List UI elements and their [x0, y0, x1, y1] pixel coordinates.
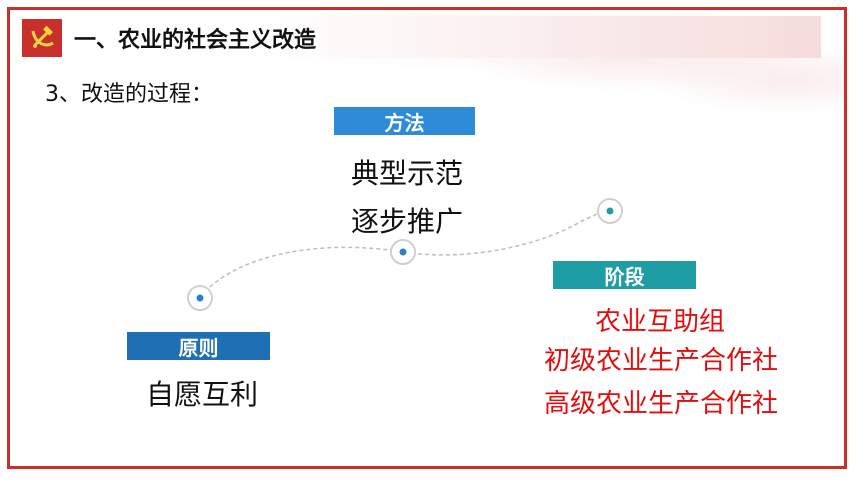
- stage-line-3: 高级农业生产合作社: [543, 389, 778, 419]
- method-label: 方法: [334, 107, 475, 135]
- principle-line-1: 自愿互利: [146, 378, 259, 411]
- party-emblem-icon: [22, 19, 62, 57]
- section-subtitle: 3、改造的过程：: [45, 82, 213, 107]
- dot-principle: [187, 285, 213, 311]
- page-title: 一、农业的社会主义改造: [74, 28, 317, 53]
- dot-method: [390, 239, 416, 265]
- principle-label: 原则: [127, 332, 270, 360]
- stage-line-2: 初级农业生产合作社: [543, 346, 778, 376]
- title-bar: 一、农业的社会主义改造: [16, 16, 821, 58]
- stage-line-1: 农业互助组: [594, 307, 725, 337]
- stage-label: 阶段: [553, 261, 696, 289]
- method-line-1: 典型示范: [351, 157, 464, 190]
- method-line-2: 逐步推广: [351, 205, 464, 238]
- dot-stage: [597, 198, 623, 224]
